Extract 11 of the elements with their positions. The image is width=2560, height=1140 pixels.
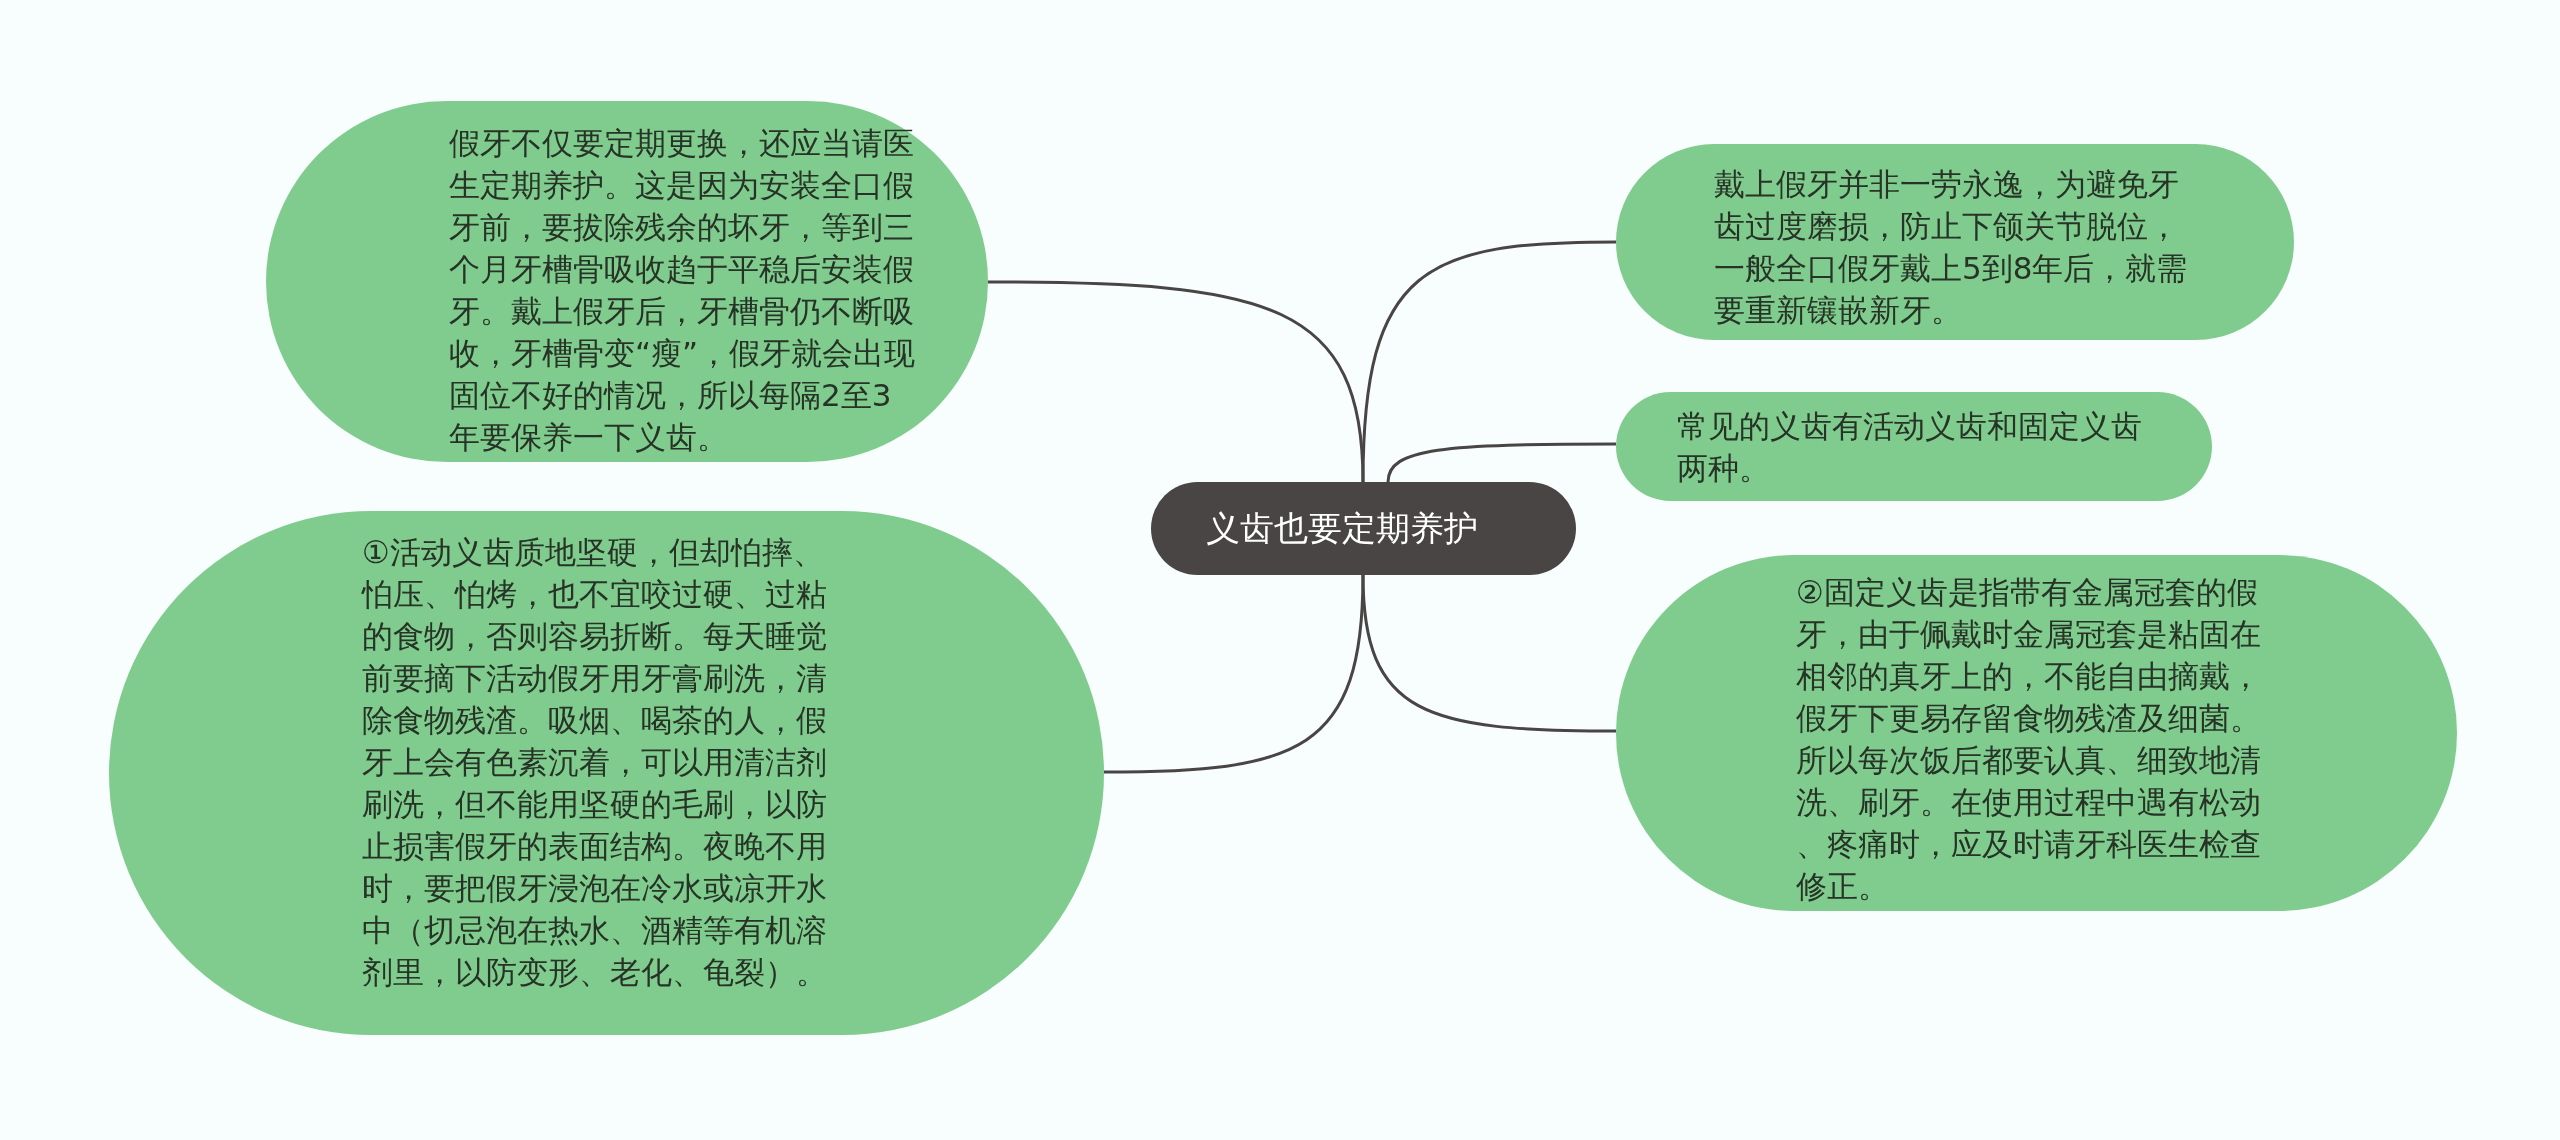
connector-line (1361, 574, 1616, 733)
paragraph-text: ①活动义齿质地坚硬，但却怕摔、怕压、怕烤，也不宜咬过硬、过粘的食物，否则容易折断。每天睡觉前要摘下活动假牙用牙膏刷洗，清除食物残渣。吸烟、喝茶的人，假牙上会有色素沉着，可以用清洁剂刷洗，但不能用坚硬的毛刷，以防止损害假牙的表面结构。夜晚不用时，要把假牙浸泡在冷水或凉开水中（切忌泡在热水、酒精等有机溶剂里，以防变形、老化、龟裂）。 (362, 533, 828, 992)
connector-line (1386, 442, 1616, 483)
connector-line (1361, 240, 1617, 483)
topic-text: 义齿也要定期养护 (1206, 507, 1478, 550)
connector-line (1104, 574, 1365, 774)
paragraph-text: 戴上假牙并非一劳永逸，为避免牙齿过度磨损，防止下颌关节脱位，一般全口假牙戴上5到8年后，就需要重新镶嵌新牙。 (1714, 165, 2189, 330)
connector-line (988, 280, 1365, 483)
paragraph-text: 常见的义齿有活动义齿和固定义齿两种。 (1677, 407, 2143, 488)
paragraph-text: 假牙不仅要定期更换，还应当请医生定期养护。这是因为安装全口假牙前，要拔除残余的坏牙，等到三个月牙槽骨吸收趋于平稳后安装假牙。戴上假牙后，牙槽骨仍不断吸收，牙槽骨变“瘦”，假牙就会出现固位不好的情况，所以每隔2至3年要保养一下义齿。 (449, 124, 917, 457)
paragraph-text: ②固定义齿是指带有金属冠套的假牙，由于佩戴时金属冠套是粘固在相邻的真牙上的，不能自由摘戴，假牙下更易存留食物残渣及细菌。所以每次饭后都要认真、细致地清洗、刷牙。在使用过程中遇有松动、疼痛时，应及时请牙科医生检查修正。 (1796, 573, 2262, 906)
